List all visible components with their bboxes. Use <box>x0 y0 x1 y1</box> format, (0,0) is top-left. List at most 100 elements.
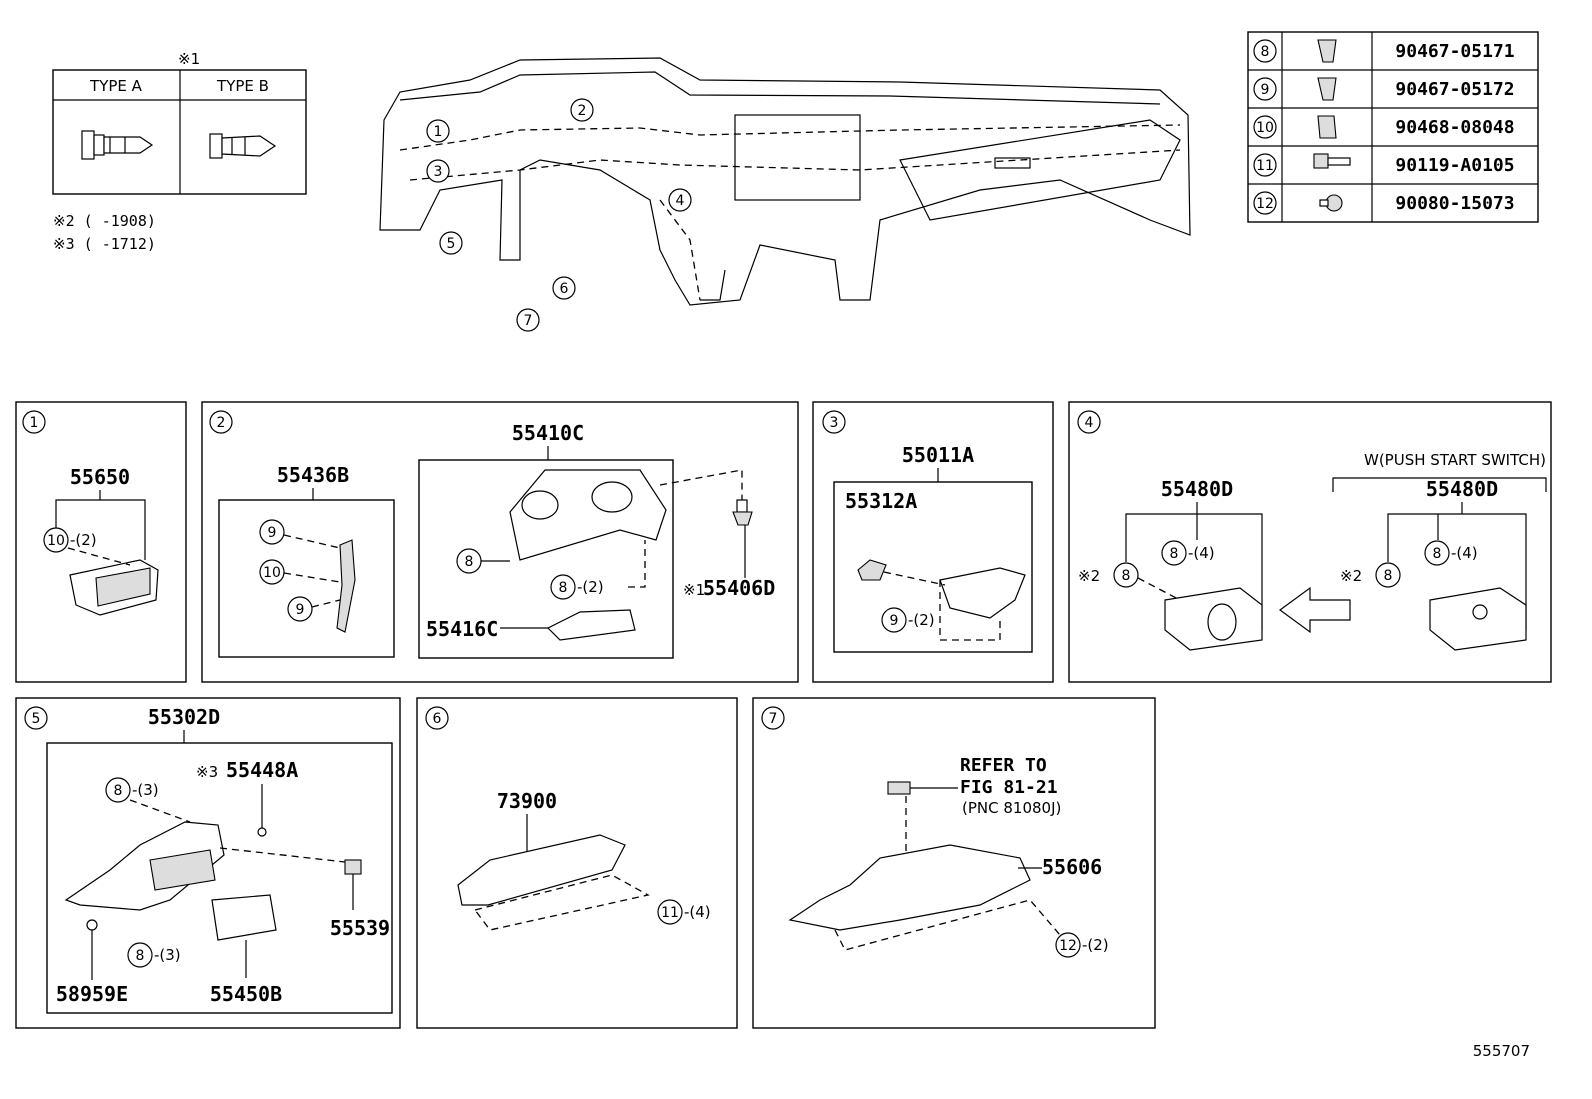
svg-text:8: 8 <box>1433 546 1442 562</box>
row-part: 90080-15073 <box>1395 193 1514 214</box>
panel-5: 5 55302D 8 -(3) ※3 55448A 55539 58959E 8… <box>15 697 401 1029</box>
svg-text:-(2): -(2) <box>908 611 935 629</box>
lower-cover-part <box>546 609 636 641</box>
part-number-d: 55406D <box>703 576 775 600</box>
diagram-code: 555707 <box>1473 1042 1530 1060</box>
svg-text:-(2): -(2) <box>1082 936 1109 954</box>
air-vent-part <box>69 559 159 616</box>
callout-1: 1 <box>426 119 450 143</box>
part-number-a: 55436B <box>277 463 349 487</box>
svg-text:2: 2 <box>578 103 587 119</box>
type-b-clip-icon <box>209 133 277 159</box>
part-number: 55302D <box>148 705 220 729</box>
callout-5: 5 <box>439 231 463 255</box>
screw-icon <box>1319 194 1343 212</box>
panel-2: 2 55436B 9 10 9 55410C 8 8 -(2) 55416C <box>201 401 799 683</box>
legend-ref-mark: ※1 <box>178 50 200 68</box>
svg-text:1: 1 <box>434 124 443 140</box>
svg-text:※2: ※2 <box>1078 567 1100 585</box>
row-part: 90119-A0105 <box>1395 155 1514 176</box>
row-num: 11 <box>1256 158 1274 174</box>
svg-text:-(4): -(4) <box>1188 544 1215 562</box>
svg-text:-(3): -(3) <box>132 781 159 799</box>
panel-7: 7 REFER TO FIG 81-21 (PNC 81080J) 55606 … <box>752 697 1156 1029</box>
type-a-label: TYPE A <box>89 77 143 95</box>
mark-1: ※1 <box>683 581 705 599</box>
part-number-left: 55480D <box>1161 477 1233 501</box>
svg-text:3: 3 <box>434 164 443 180</box>
svg-text:10: 10 <box>47 533 65 549</box>
svg-text:12: 12 <box>1059 938 1077 954</box>
svg-text:6: 6 <box>560 281 569 297</box>
table-row: 10 90468-08048 <box>1253 115 1515 139</box>
svg-text:4: 4 <box>676 193 685 209</box>
overview-callouts: 1 2 3 4 5 6 7 <box>426 98 692 332</box>
cover-part <box>939 567 1026 619</box>
panel-6: 6 73900 11 -(4) <box>416 697 738 1029</box>
clip-type-legend: ※1 TYPE A TYPE B ※2 ( -1908) ※3 ( -1712) <box>52 50 307 253</box>
sub-part-55539: 55539 <box>330 916 390 940</box>
fastener-table: 8 90467-05171 9 90467-05172 10 90468-080… <box>1247 31 1539 223</box>
callout-7: 7 <box>516 308 540 332</box>
part-number: 55650 <box>70 465 130 489</box>
note-3: ※3 ( -1712) <box>53 235 156 253</box>
svg-text:8: 8 <box>1384 568 1393 584</box>
refer-line-1: REFER TO <box>960 755 1047 776</box>
row-num: 9 <box>1261 82 1270 98</box>
row-num: 10 <box>1256 120 1274 136</box>
part-number-right: 55480D <box>1426 477 1498 501</box>
row-part: 90467-05172 <box>1395 79 1514 100</box>
sub-part-icon <box>857 559 887 581</box>
connector-part <box>887 781 911 795</box>
part-number-b: 55410C <box>512 421 584 445</box>
row-part: 90467-05171 <box>1395 41 1514 62</box>
refer-line-3: (PNC 81080J) <box>962 799 1061 817</box>
svg-text:8: 8 <box>1170 546 1179 562</box>
garnish-part <box>336 539 356 633</box>
part-number: 55606 <box>1042 855 1102 879</box>
svg-text:8: 8 <box>114 783 123 799</box>
connector-part-55539 <box>344 859 362 875</box>
panel-1: 1 55650 10 -(2) <box>15 401 187 683</box>
panel-num: 5 <box>32 711 41 727</box>
part-number: 73900 <box>497 789 557 813</box>
svg-text:-(2): -(2) <box>577 578 604 596</box>
sub-part-55448a: 55448A <box>226 758 298 782</box>
callout-2: 2 <box>570 98 594 122</box>
cluster-bezel-part <box>509 469 667 561</box>
callout-3: 3 <box>426 159 450 183</box>
refer-line-2: FIG 81-21 <box>960 777 1058 798</box>
svg-text:10: 10 <box>263 565 281 581</box>
lower-finish-panel-part <box>64 821 225 911</box>
panel-num: 1 <box>30 415 39 431</box>
airbag-assembly-part <box>457 834 626 906</box>
clip-icon <box>1317 77 1337 101</box>
svg-text:8: 8 <box>465 554 474 570</box>
dashboard-overview <box>379 57 1191 306</box>
row-num: 12 <box>1256 196 1274 212</box>
clip-icon <box>1317 115 1337 139</box>
svg-text:9: 9 <box>268 525 277 541</box>
table-row: 8 90467-05171 <box>1253 39 1515 63</box>
row-part: 90468-08048 <box>1395 117 1514 138</box>
svg-text:5: 5 <box>447 236 456 252</box>
svg-text:※2: ※2 <box>1340 567 1362 585</box>
note-2: ※2 ( -1908) <box>53 212 156 230</box>
type-a-clip-icon <box>81 130 154 160</box>
svg-text:※3: ※3 <box>196 763 218 781</box>
panel-num: 4 <box>1085 415 1094 431</box>
bolt-icon <box>1313 153 1351 169</box>
panel-num: 7 <box>769 711 778 727</box>
sub-part-58959e: 58959E <box>56 982 128 1006</box>
arrow-icon <box>1278 586 1351 634</box>
clip-part-55406d <box>732 499 753 526</box>
sub-part-55450b: 55450B <box>210 982 282 1006</box>
panel-3: 3 55011A 55312A 9 -(2) <box>812 401 1054 683</box>
svg-text:9: 9 <box>296 602 305 618</box>
part-number: 55011A <box>902 443 974 467</box>
callout-6: 6 <box>552 276 576 300</box>
lower-panel-part <box>1164 587 1263 651</box>
sub-part-number: 55312A <box>845 489 917 513</box>
insert-part-55450b <box>211 894 277 941</box>
